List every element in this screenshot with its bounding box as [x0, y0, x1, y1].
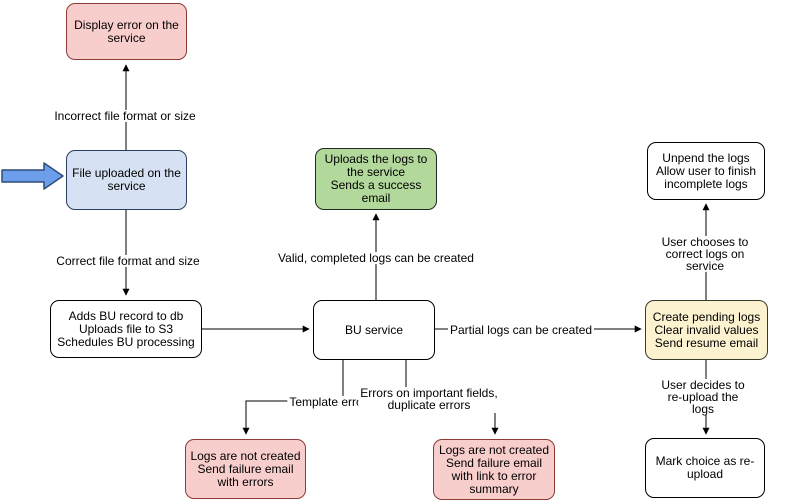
- edge-label-user-chooses: User chooses to correct logs on service: [657, 236, 753, 272]
- edge-label-correct-format: Correct file format and size: [54, 254, 202, 268]
- node-logs-not-created-errors: Logs are not created Send failure email …: [185, 439, 306, 499]
- edge-label-user-decides: User decides to re-upload the logs: [654, 379, 752, 415]
- edge-label-incorrect-format: Incorrect file format or size: [52, 109, 198, 123]
- edge-label-partial-logs: Partial logs can be created: [447, 323, 595, 337]
- node-create-pending-logs: Create pending logs Clear invalid values…: [645, 300, 768, 360]
- node-unpend-logs: Unpend the logs Allow user to finish inc…: [647, 142, 765, 200]
- node-file-uploaded: File uploaded on the service: [66, 150, 187, 210]
- node-mark-reupload: Mark choice as re- upload: [645, 438, 765, 498]
- node-display-error: Display error on the service: [66, 3, 187, 60]
- node-adds-bu-record: Adds BU record to db Uploads file to S3 …: [50, 300, 202, 358]
- edge-label-valid-logs: Valid, completed logs can be created: [276, 251, 476, 265]
- block-arrow-right-icon: [1, 162, 64, 190]
- node-logs-not-created-summary: Logs are not created Send failure email …: [433, 439, 555, 500]
- node-uploads-logs-success: Uploads the logs to the service Sends a …: [315, 148, 437, 210]
- node-bu-service: BU service: [313, 300, 435, 360]
- edge-label-field-errors: Errors on important fields, duplicate er…: [358, 386, 500, 412]
